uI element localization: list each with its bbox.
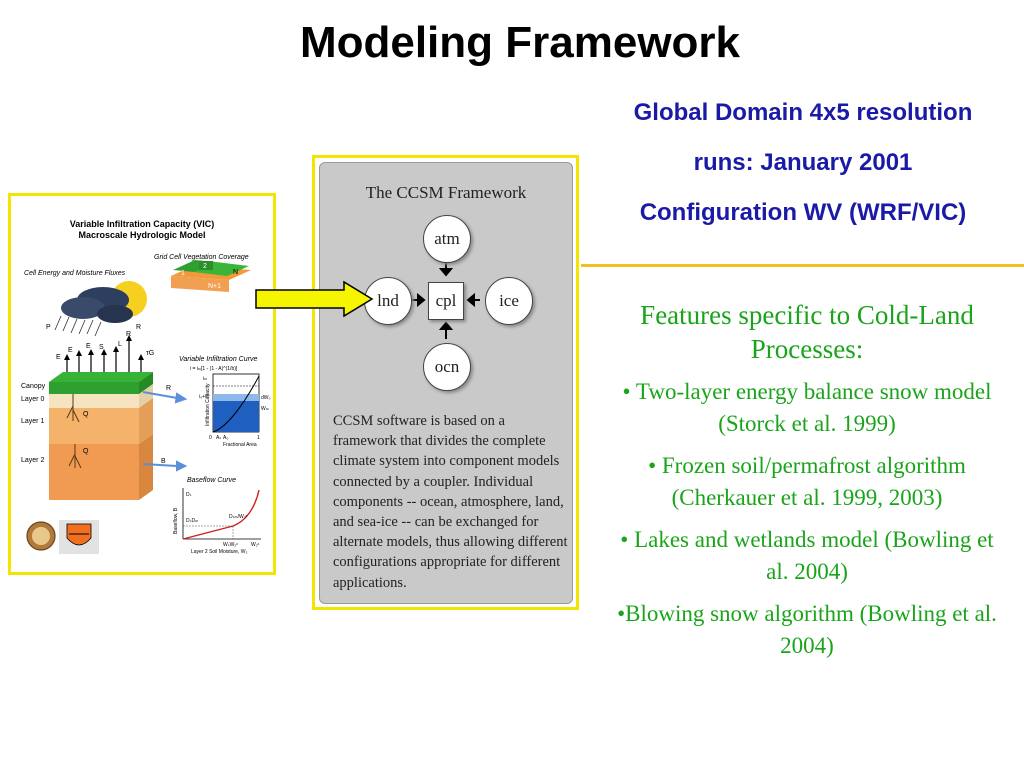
layer-0: Layer 0 bbox=[21, 396, 44, 403]
infil-annot-iop: i₀+P bbox=[199, 394, 209, 400]
flux-s: S bbox=[99, 344, 104, 351]
runs-line: runs: January 2001 bbox=[693, 149, 913, 176]
ccsm-title: The CCSM Framework bbox=[365, 183, 527, 202]
feature-snow-model: • Two-layer energy balance snow model (S… bbox=[622, 379, 992, 436]
feature-lakes: • Lakes and wetlands model (Bowling et a… bbox=[620, 527, 994, 584]
infil-annot-wm: Wₘ bbox=[261, 406, 269, 412]
baseflow-axis-x: Layer 2 Soil Moisture, W₂ bbox=[191, 549, 247, 555]
flux-r-2: R bbox=[136, 324, 141, 331]
layer-2: Layer 2 bbox=[21, 457, 44, 464]
vic-title-2: Macroscale Hydrologic Model bbox=[78, 230, 205, 240]
flux-e-3: E bbox=[86, 343, 91, 350]
slide-title: Modeling Framework bbox=[299, 18, 741, 67]
flux-e-2: E bbox=[68, 347, 73, 354]
baseflow-annot-ws: WₛW₂ᶜ bbox=[223, 542, 238, 548]
tile-1: 1 bbox=[181, 270, 185, 277]
atm-node: atm bbox=[423, 215, 471, 263]
flux-q-2: Q bbox=[83, 448, 89, 455]
infil-tick-1: 1 bbox=[257, 435, 260, 441]
tile-2: 2 bbox=[203, 263, 207, 270]
feature-frozen-soil: • Frozen soil/permafrost algorithm (Cher… bbox=[648, 453, 966, 510]
connector-arrows bbox=[142, 391, 188, 472]
tile-n: N bbox=[233, 269, 238, 276]
features-heading: Features specific to Cold-Land Processes… bbox=[640, 300, 974, 364]
flux-tau-g: τG bbox=[146, 350, 154, 357]
ccsm-connectors bbox=[412, 260, 480, 339]
infil-curve-label: Variable Infiltration Curve bbox=[179, 356, 257, 363]
infil-equation: i = iₘ[1 - (1 - A)^(1/b)] bbox=[190, 366, 238, 372]
flux-b: B bbox=[161, 458, 166, 465]
domain-info: Global Domain 4x5 resolution runs: Janua… bbox=[583, 100, 1023, 250]
features-list: Features specific to Cold-Land Processes… bbox=[612, 298, 1002, 672]
infil-annot-dwo: dW₀ bbox=[261, 395, 271, 401]
grid-cell-tiles: 1 2 N N+1 bbox=[171, 260, 251, 292]
flux-r-1: R bbox=[126, 331, 131, 338]
baseflow-axis-y: Baseflow, B bbox=[173, 507, 179, 534]
infil-curve-chart: iₘ i₀+P Wₘ dW₀ 0 1 Aₛ A₀ Fractional Area… bbox=[199, 373, 271, 448]
domain-line: Global Domain 4x5 resolution bbox=[633, 99, 973, 126]
feature-blowing-snow: •Blowing snow algorithm (Bowling et al. … bbox=[617, 601, 997, 658]
layer-1: Layer 1 bbox=[21, 418, 44, 425]
flux-r-infil: R bbox=[166, 385, 171, 392]
vic-title-1: Variable Infiltration Capacity (VIC) bbox=[70, 219, 215, 229]
vic-model-figure: Variable Infiltration Capacity (VIC) Mac… bbox=[8, 193, 276, 575]
baseflow-annot-slope: Dₛₘ/W₂ᶜ bbox=[229, 514, 248, 520]
tile-n1: N+1 bbox=[208, 283, 221, 290]
university-seal-logo bbox=[26, 521, 56, 551]
flux-e-1: E bbox=[56, 354, 61, 361]
layer-canopy: Canopy bbox=[21, 383, 46, 390]
soil-column bbox=[49, 372, 153, 500]
princeton-shield-logo bbox=[59, 520, 99, 554]
vic-diagram: Variable Infiltration Capacity (VIC) Mac… bbox=[21, 219, 271, 555]
ccsm-panel: The CCSM Framework atm lnd cpl ice ocn C… bbox=[319, 162, 573, 604]
cpl-node: cpl bbox=[428, 282, 464, 320]
infil-tick-0: 0 bbox=[209, 435, 212, 441]
infil-tick-as: Aₛ bbox=[216, 435, 221, 441]
baseflow-annot-ds: Dₛ bbox=[186, 492, 192, 498]
infil-tick-ao: A₀ bbox=[223, 435, 228, 441]
infil-annot-im: iₘ bbox=[203, 376, 207, 382]
flux-p: P bbox=[46, 324, 51, 331]
ice-node: ice bbox=[485, 277, 533, 325]
divider-rule bbox=[581, 264, 1024, 267]
configuration-line: Configuration WV (WRF/VIC) bbox=[639, 199, 967, 226]
fluxes-label: Cell Energy and Moisture Fluxes bbox=[24, 270, 126, 277]
rain-icon bbox=[54, 315, 102, 337]
baseflow-annot-dsdm: DₛDₘ bbox=[186, 518, 198, 524]
link-arrow bbox=[255, 280, 374, 318]
lnd-node: lnd bbox=[364, 277, 412, 325]
ccsm-description: CCSM software is based on a framework th… bbox=[333, 413, 568, 591]
flux-q-1: Q bbox=[83, 411, 89, 418]
ccsm-framework-figure: The CCSM Framework atm lnd cpl ice ocn C… bbox=[312, 155, 579, 610]
flux-arrowheads bbox=[64, 335, 144, 360]
cloud-icon bbox=[61, 287, 133, 323]
baseflow-curve-chart: Dₛ DₛDₘ Dₛₘ/W₂ᶜ WₛW₂ᶜ W₂ᶜ Layer 2 Soil M… bbox=[173, 488, 261, 555]
baseflow-curve-label: Baseflow Curve bbox=[187, 477, 236, 484]
flux-l: L bbox=[118, 341, 122, 348]
ocn-node: ocn bbox=[423, 343, 471, 391]
infil-axis-y: Infiltration Capacity bbox=[205, 383, 211, 426]
baseflow-annot-w2c: W₂ᶜ bbox=[251, 542, 260, 548]
infil-axis-x: Fractional Area bbox=[223, 442, 257, 448]
grid-cell-label: Grid Cell Vegetation Coverage bbox=[154, 254, 249, 261]
